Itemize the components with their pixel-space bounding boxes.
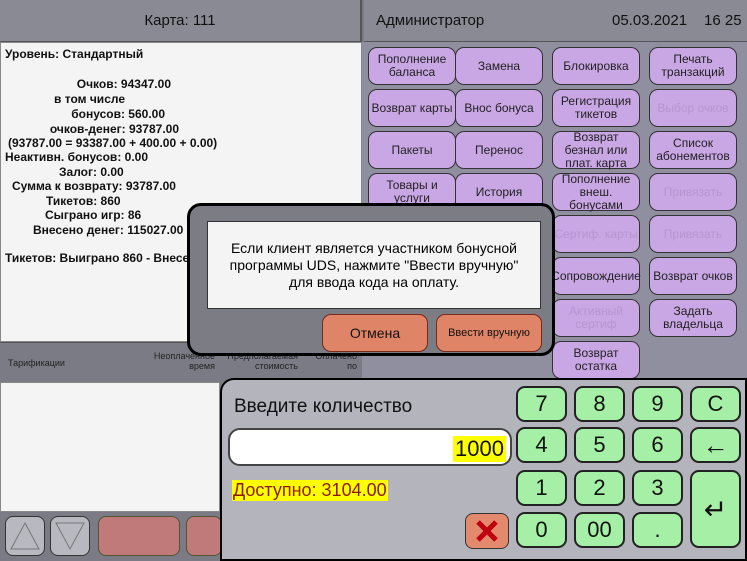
key-1[interactable]: 1 — [516, 470, 567, 506]
triangle-up-icon — [10, 521, 40, 550]
grid-btn-print[interactable]: Печать транзакций — [649, 47, 737, 85]
grid-btn-faded-1[interactable]: Выбор очков — [649, 89, 737, 127]
grid-btn-transfer[interactable]: Перенос — [455, 131, 543, 169]
bottom-action-button-1[interactable] — [98, 516, 180, 556]
clear-button[interactable] — [465, 513, 509, 549]
card-header: Карта: 111 — [0, 0, 362, 42]
key-6[interactable]: 6 — [632, 427, 683, 463]
tariff-col-2: Неоплаченное время — [153, 351, 215, 371]
grid-btn-return-balance[interactable]: Возврат остатка — [552, 341, 640, 379]
manual-entry-button[interactable]: Ввести вручную — [436, 314, 542, 352]
card-info-panel: Уровень: Стандартный Очков: 94347.00 в т… — [0, 42, 362, 342]
key-9[interactable]: 9 — [632, 386, 683, 422]
tariff-col-1: Тарификации — [8, 358, 65, 368]
numpad-title: Введите количество — [234, 396, 413, 417]
quantity-numpad: Введите количество 1000 Доступно: 3104.0… — [220, 378, 747, 561]
key-5[interactable]: 5 — [574, 427, 625, 463]
dialog-message: Если клиент является участником бонусной… — [207, 221, 541, 309]
grid-btn-escort[interactable]: Сопровождение — [551, 257, 641, 295]
quantity-value: 1000 — [453, 436, 506, 462]
grid-btn-block[interactable]: Блокировка — [552, 47, 640, 85]
games-line: Сыграно игр: 86 — [45, 208, 142, 222]
grid-btn-faded-2[interactable]: Привязать — [649, 173, 737, 211]
grid-btn-cashless-return[interactable]: Возврат безнал или плат. карта — [552, 130, 640, 169]
key-4[interactable]: 4 — [516, 427, 567, 463]
available-amount: Доступно: 3104.00 — [232, 480, 388, 501]
scroll-down-button[interactable] — [50, 516, 90, 556]
key-2[interactable]: 2 — [574, 470, 625, 506]
grid-btn-return-points[interactable]: Возврат очков — [649, 257, 737, 295]
refund-line: Сумма к возврату: 93787.00 — [12, 179, 176, 193]
bottom-action-button-2[interactable] — [186, 516, 222, 556]
inactive-line: Неактивн. бонусов: 0.00 — [5, 150, 148, 164]
cancel-button[interactable]: Отмена — [322, 314, 428, 352]
tariff-header: Тарификации Неоплаченное время Предполаг… — [0, 342, 362, 382]
money-in-line: Внесено денег: 115027.00 — [33, 223, 184, 237]
triangle-down-icon — [55, 522, 85, 551]
grid-btn-packages[interactable]: Пакеты — [368, 131, 456, 169]
tariff-col-3: Предполагаемая стоимость — [227, 351, 298, 371]
grid-btn-faded-5[interactable]: Активный сертиф — [552, 299, 640, 337]
user-name: Администратор — [376, 12, 485, 29]
tickets-line: Тикетов: 860 — [46, 194, 121, 208]
grid-btn-ext-bonus[interactable]: Пополнение внеш. бонусами — [552, 172, 640, 211]
grid-btn-register-tickets[interactable]: Регистрация тикетов — [552, 89, 640, 127]
grid-btn-faded-3[interactable]: Сертиф. карты — [552, 215, 640, 253]
key-0[interactable]: 0 — [516, 512, 567, 548]
grid-btn-faded-4[interactable]: Привязать — [649, 215, 737, 253]
grid-btn-topup[interactable]: Пополнение баланса — [368, 47, 456, 85]
formula-line: (93787.00 = 93387.00 + 400.00 + 0.00) — [8, 136, 218, 150]
quantity-input[interactable]: 1000 — [228, 428, 512, 466]
key-3[interactable]: 3 — [632, 470, 683, 506]
uds-dialog: Если клиент является участником бонусной… — [187, 203, 555, 356]
key-clear-c[interactable]: C — [690, 386, 741, 422]
user-header: Администратор 05.03.2021 16 25 — [364, 0, 747, 42]
key-8[interactable]: 8 — [574, 386, 625, 422]
grid-btn-subscriptions[interactable]: Список абонементов — [649, 131, 737, 169]
including-line: в том числе — [54, 92, 125, 106]
grid-btn-return-card[interactable]: Возврат карты — [368, 89, 456, 127]
points-line: Очков: 94347.00 — [76, 77, 171, 91]
key-dot[interactable]: . — [632, 512, 683, 548]
grid-btn-set-owner[interactable]: Задать владельца — [649, 299, 737, 337]
key-7[interactable]: 7 — [516, 386, 567, 422]
grid-btn-replace[interactable]: Замена — [455, 47, 543, 85]
key-backspace[interactable]: ← — [690, 427, 741, 463]
key-00[interactable]: 00 — [574, 512, 625, 548]
tariff-list — [0, 382, 220, 512]
tariff-col-4: Оплачено по — [315, 351, 357, 371]
card-label: Карта: 111 — [144, 12, 216, 29]
time-label: 16 25 — [704, 12, 742, 29]
tickets-won-line: Тикетов: Выиграно 860 - Внесе — [5, 251, 190, 265]
deposit-line: Залог: 0.00 — [59, 165, 124, 179]
scroll-up-button[interactable] — [5, 516, 45, 556]
date-label: 05.03.2021 — [612, 12, 688, 29]
bonuses-line: бонусов: 560.00 — [71, 107, 165, 121]
level-line: Уровень: Стандартный — [5, 47, 144, 61]
money-points-line: очков-денег: 93787.00 — [49, 122, 179, 136]
close-icon — [476, 520, 498, 542]
grid-btn-add-bonus[interactable]: Внос бонуса — [455, 89, 543, 127]
key-enter[interactable]: ↵ — [690, 470, 741, 548]
